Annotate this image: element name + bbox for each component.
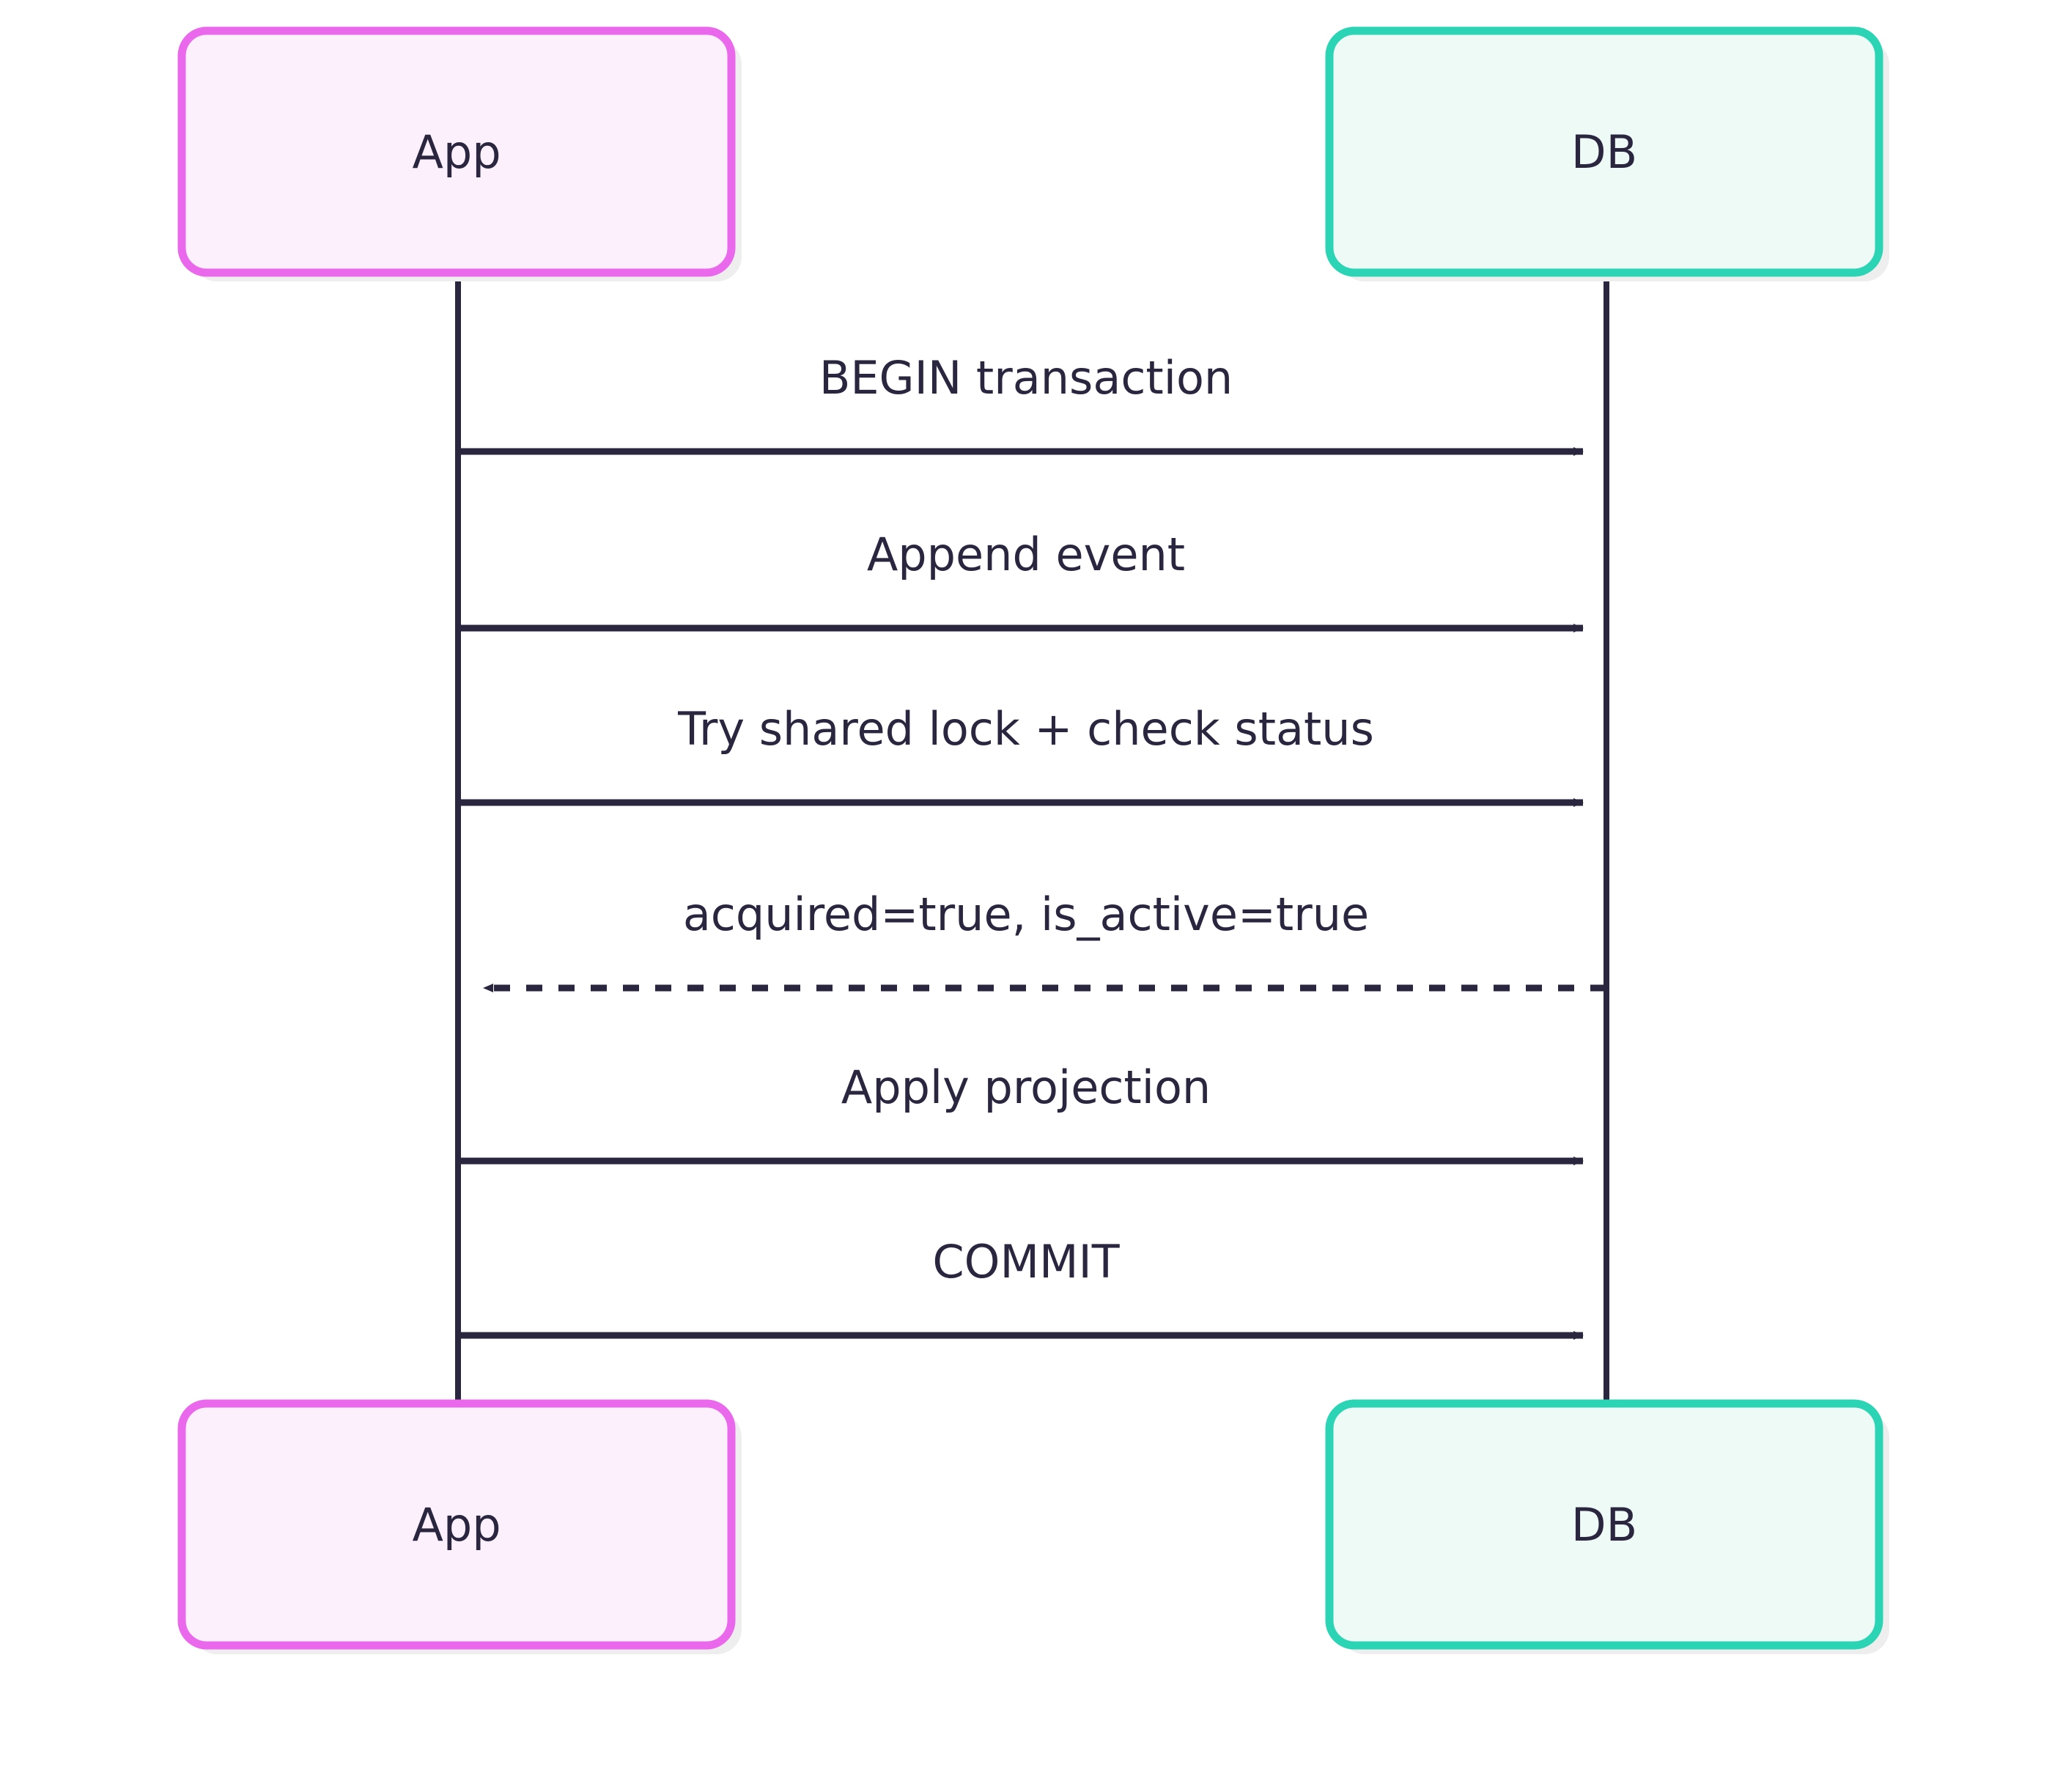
app-bottom-label: App <box>412 1498 501 1552</box>
message-5[interactable]: Apply projection <box>458 1061 1584 1165</box>
message-2-label: Append event <box>867 528 1185 581</box>
message-6[interactable]: COMMIT <box>458 1235 1584 1340</box>
participant-box-app-bottom[interactable]: App <box>177 1399 742 1654</box>
lifelines <box>455 271 1609 1404</box>
message-5-label: Apply projection <box>841 1061 1211 1114</box>
message-3-label: Try shared lock + check status <box>677 702 1374 756</box>
participant-box-db-bottom[interactable]: DB <box>1325 1399 1889 1654</box>
message-2[interactable]: Append event <box>458 528 1584 633</box>
participant-box-app-top[interactable]: App <box>177 26 742 281</box>
app-bottom-box <box>177 1399 736 1650</box>
message-4[interactable]: acquired=true, is_active=true <box>483 888 1606 992</box>
message-4-label: acquired=true, is_active=true <box>683 888 1369 941</box>
app-top-box <box>177 26 736 277</box>
app-top-label: App <box>412 125 501 179</box>
db-top-label: DB <box>1571 125 1637 179</box>
message-3[interactable]: Try shared lock + check status <box>458 702 1584 807</box>
message-1[interactable]: BEGIN transaction <box>458 351 1584 456</box>
db-top-box <box>1325 26 1883 277</box>
participant-box-db-top[interactable]: DB <box>1325 26 1889 281</box>
db-bottom-label: DB <box>1571 1498 1637 1552</box>
message-1-label: BEGIN transaction <box>819 351 1233 405</box>
message-6-label: COMMIT <box>932 1235 1120 1288</box>
db-bottom-box <box>1325 1399 1883 1650</box>
